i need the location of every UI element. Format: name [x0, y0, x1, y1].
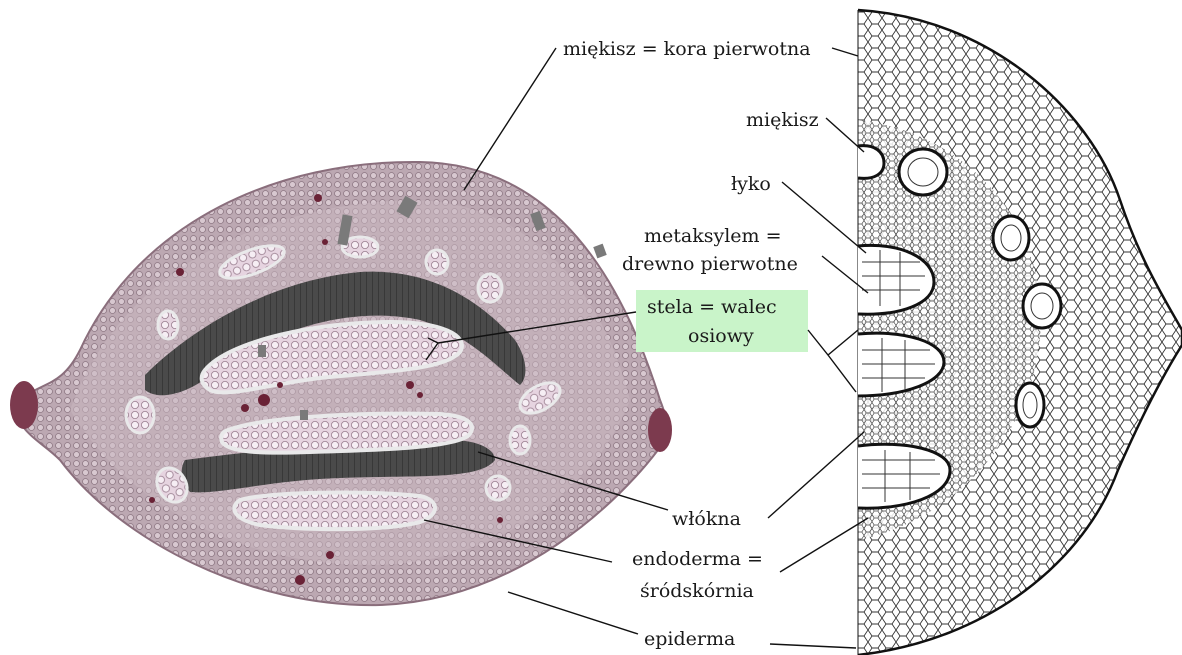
leader-wlokna-right: [768, 432, 864, 518]
label-endoderma-2: śródskórnia: [640, 580, 754, 602]
label-miekisz: miękisz: [746, 109, 819, 131]
leader-kora-left: [464, 48, 556, 190]
label-metaksylem-2: drewno pierwotne: [622, 253, 798, 275]
section-end-right: [648, 408, 672, 452]
label-endoderma-1: endoderma =: [632, 548, 763, 570]
label-metaksylem-1: metaksylem =: [644, 225, 782, 247]
cortical-bundle: [510, 426, 530, 454]
vascular-bundle-lower: [234, 493, 435, 530]
micrograph-section: [10, 162, 672, 605]
leader-endoderma-right: [780, 518, 868, 572]
label-epiderma: epiderma: [644, 628, 735, 650]
section-end-left: [10, 381, 38, 429]
label-stela-1: stela = walec: [647, 296, 777, 318]
label-wlokna: włókna: [672, 508, 741, 530]
cortical-bundle: [478, 274, 502, 302]
cortical-bundle: [126, 397, 154, 433]
cortical-bundle: [486, 476, 510, 500]
cortical-bundle: [426, 250, 448, 274]
leader-lyko: [782, 182, 866, 253]
leader-epiderma-left: [508, 592, 638, 634]
cortical-bundle: [158, 311, 178, 339]
leader-epiderma-right: [770, 644, 856, 648]
leader-stela-right: [808, 330, 858, 392]
label-lyko: łyko: [731, 173, 771, 195]
leader-kora-right: [832, 48, 858, 56]
label-stela-2: osiowy: [688, 325, 754, 347]
label-miekisz-kora: miękisz = kora pierwotna: [563, 38, 811, 60]
drawing-half-section: [850, 0, 1182, 655]
